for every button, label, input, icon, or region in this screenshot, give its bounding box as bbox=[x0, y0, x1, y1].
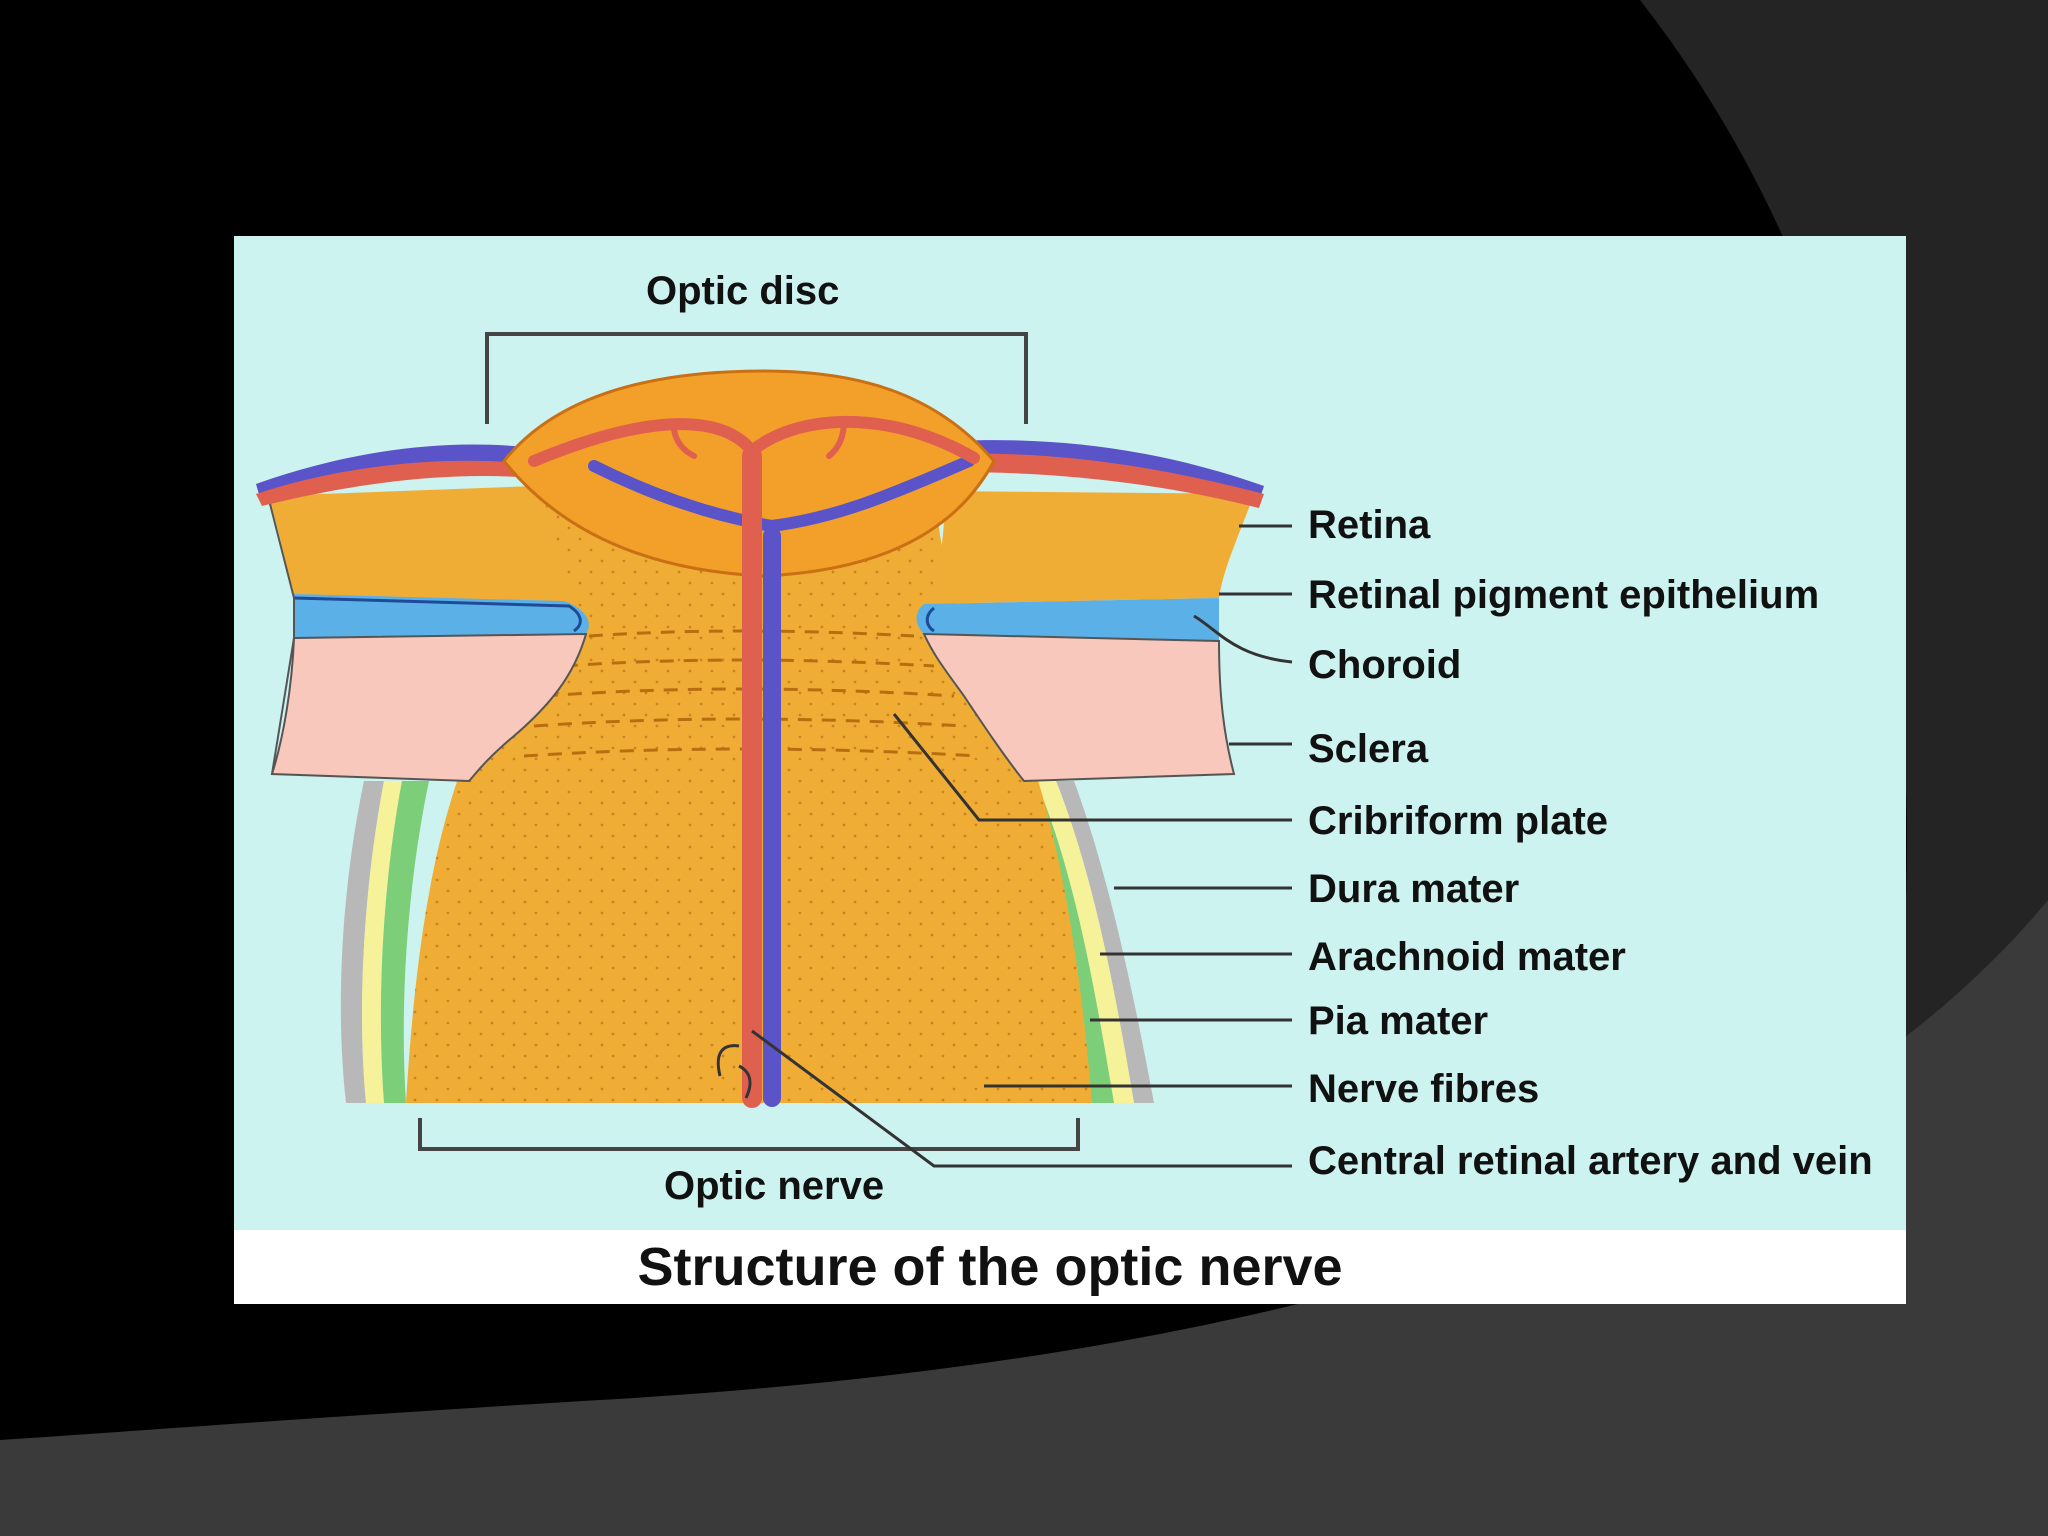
choroid-left bbox=[293, 596, 582, 633]
pigment-epithelium-right bbox=[916, 598, 1219, 641]
sclera-right bbox=[924, 634, 1234, 781]
label-sclera: Sclera bbox=[1308, 727, 1429, 771]
background-swoosh-mid bbox=[0, 900, 2048, 1536]
label-dura-mater: Dura mater bbox=[1308, 867, 1519, 911]
dura-mater-right bbox=[1056, 781, 1154, 1103]
caption-strip: Structure of the optic nerve bbox=[234, 1230, 1906, 1304]
label-choroid: Choroid bbox=[1308, 643, 1461, 687]
retina-surface-left bbox=[256, 444, 534, 498]
label-arachnoid-mater: Arachnoid mater bbox=[1308, 935, 1626, 979]
leader-lines bbox=[751, 524, 1293, 1168]
artery-branch-stub bbox=[716, 1044, 752, 1099]
dura-mater-left bbox=[340, 781, 384, 1103]
arachnoid-mater-left bbox=[362, 781, 402, 1103]
retina-left bbox=[268, 486, 586, 604]
pia-mater-left bbox=[380, 781, 429, 1103]
label-central-retinal-artery-and-vein: Central retinal artery and vein bbox=[1308, 1139, 1873, 1183]
label-retina: Retina bbox=[1308, 503, 1431, 547]
label-cribriform-plate: Cribriform plate bbox=[1308, 799, 1608, 843]
central-retinal-artery bbox=[528, 415, 980, 1108]
label-pia-mater: Pia mater bbox=[1308, 999, 1488, 1043]
label-optic-nerve: Optic nerve bbox=[664, 1164, 884, 1208]
retina-right bbox=[924, 491, 1254, 604]
label-nerve-fibres: Nerve fibres bbox=[1308, 1067, 1539, 1111]
label-retinal-pigment-epithelium: Retinal pigment epithelium bbox=[1308, 573, 1819, 617]
choroid-right bbox=[925, 606, 936, 633]
optic-nerve-diagram: Optic disc Optic nerve Retina Retinal pi… bbox=[256, 269, 1873, 1208]
label-optic-disc: Optic disc bbox=[646, 269, 839, 313]
diagram-caption: Structure of the optic nerve bbox=[637, 1237, 1343, 1297]
optic-nerve-bracket bbox=[418, 1118, 1080, 1151]
arachnoid-mater-right bbox=[1036, 781, 1134, 1103]
sclera-left bbox=[272, 634, 586, 781]
optic-disc-bracket bbox=[485, 332, 1028, 424]
optic-nerve-diagram-image: Optic disc Optic nerve Retina Retinal pi… bbox=[234, 236, 1906, 1304]
